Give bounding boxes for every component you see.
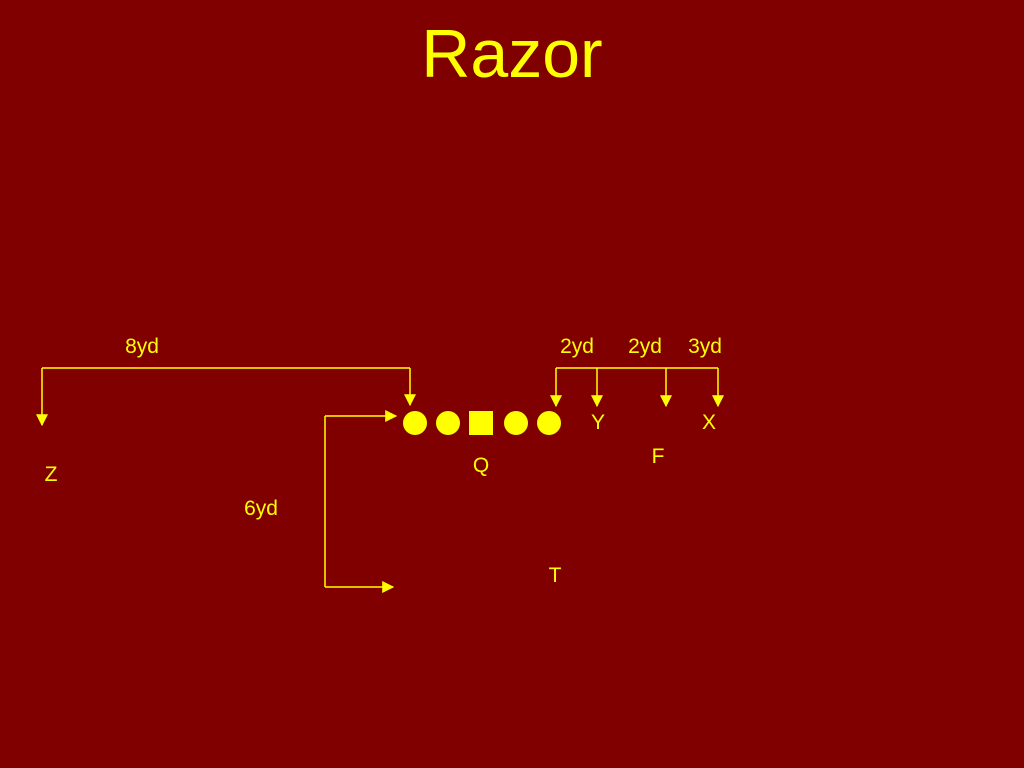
lineman-circle (403, 411, 427, 435)
player-t-label: T (548, 564, 562, 587)
lineman-circle (537, 411, 561, 435)
middle-distance-label: 2yd (628, 335, 662, 358)
right-distance-label: 3yd (688, 335, 722, 358)
player-f-label: F (651, 445, 665, 468)
slide-title: Razor (421, 16, 603, 92)
z-distance-label: 8yd (125, 335, 159, 358)
player-y-label: Y (590, 411, 606, 434)
player-q-label: Q (472, 454, 490, 477)
offensive-line (403, 411, 561, 435)
t-route (324, 410, 398, 593)
left-distance-label: 2yd (560, 335, 594, 358)
player-x-label: X (701, 411, 717, 434)
lineman-circle (504, 411, 528, 435)
z-route (36, 367, 416, 427)
center-square (469, 411, 493, 435)
spacing-brackets (550, 367, 724, 408)
t-distance-label: 6yd (244, 497, 278, 520)
lineman-circle (436, 411, 460, 435)
player-z-label: Z (44, 463, 58, 486)
